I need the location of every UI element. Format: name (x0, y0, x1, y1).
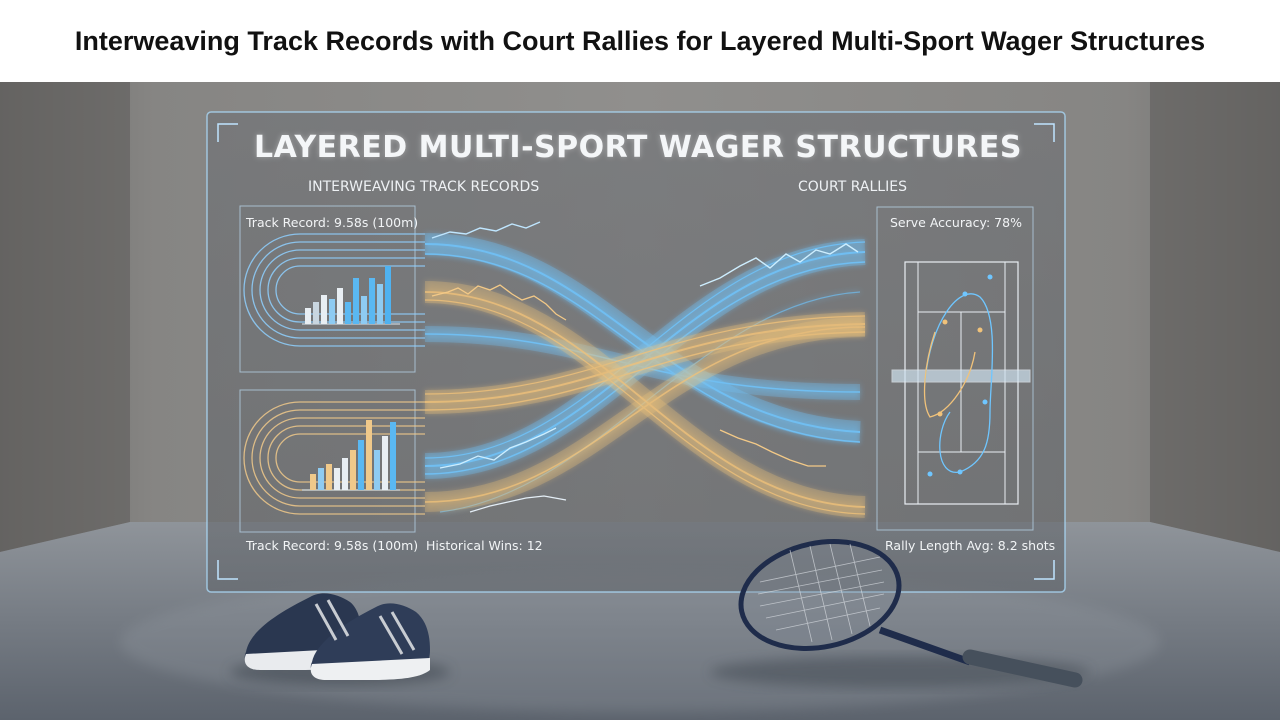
running-shoes-icon (230, 593, 450, 686)
running-track-icon (243, 401, 425, 515)
scene: LAYERED MULTI-SPORT WAGER STRUCTURES INT… (0, 82, 1280, 720)
sparkline-white-bottom (469, 495, 567, 513)
sparkline-gold-bottom (719, 429, 826, 467)
mini-bar-chart-top (302, 266, 400, 325)
page-title: Interweaving Track Records with Court Ra… (74, 25, 1206, 56)
sparkline-blue-right (699, 243, 859, 287)
sparkline-blue-bottom (439, 427, 557, 469)
left-subtitle: INTERWEAVING TRACK RECORDS (308, 179, 540, 195)
header: Interweaving Track Records with Court Ra… (0, 0, 1280, 82)
gold-stream (424, 281, 866, 518)
serve-accuracy-label: Serve Accuracy: 78% (890, 215, 1022, 230)
right-subtitle: COURT RALLIES (798, 179, 907, 195)
sparkline-blue-top (431, 221, 541, 239)
track-record-top-label: Track Record: 9.58s (100m) (246, 215, 419, 230)
rally-length-label: Rally Length Avg: 8.2 shots (885, 538, 1056, 553)
sparkline-gold (431, 284, 567, 321)
running-track-icon (243, 233, 425, 347)
scene-graphics (0, 82, 1280, 720)
historical-wins-label: Historical Wins: 12 (426, 538, 543, 553)
tennis-court-icon (891, 261, 1031, 505)
tennis-racket-icon (710, 538, 1090, 688)
panel-title: LAYERED MULTI-SPORT WAGER STRUCTURES (253, 130, 1022, 165)
mini-bar-chart-bottom (302, 420, 400, 491)
track-record-bottom-label: Track Record: 9.58s (100m) (246, 538, 419, 553)
